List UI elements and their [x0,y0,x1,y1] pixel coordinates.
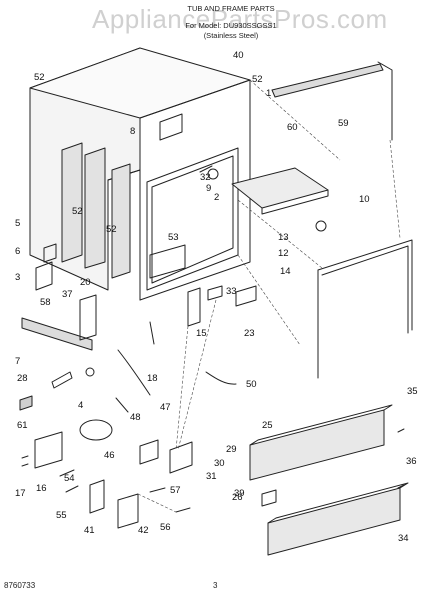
motor-46 [79,419,113,441]
callout-8: 8 [130,126,135,137]
cord-50 [205,371,237,385]
callout-42: 42 [138,525,149,536]
callout-12: 12 [278,248,289,259]
callout-18: 18 [147,373,158,384]
callout-47: 47 [160,402,171,413]
callout-4: 4 [78,400,83,411]
clip-33 [207,285,223,301]
callout-7: 7 [15,356,20,367]
callout-48: 48 [130,412,141,423]
pump-bracket [149,244,186,279]
page-number: 3 [213,581,218,590]
valve-29 [169,441,193,474]
callout-58: 58 [40,297,51,308]
callout-10: 10 [359,194,370,205]
callout-32: 32 [200,172,211,183]
callout-31: 31 [206,471,217,482]
callout-16: 16 [36,483,47,494]
callout-20: 20 [80,277,91,288]
callout-5: 5 [15,218,20,229]
diagram-finish: (Stainless Steel) [203,31,259,40]
screw-18 [149,321,155,345]
callout-30: 30 [214,458,225,469]
base-rail [21,317,93,351]
insulation-panel [61,142,83,263]
callout-25: 25 [262,420,273,431]
callout-13: 13 [278,232,289,243]
bracket-31 [139,439,159,465]
screw-56 [175,507,191,513]
bracket-41 [89,479,105,514]
callout-57: 57 [170,485,181,496]
callout-46: 46 [104,450,115,461]
door-gasket-strip [271,63,384,98]
callout-36: 36 [406,456,417,467]
screw-55 [65,485,79,493]
diagram-model: For Model: DU930SSGSS1 [185,21,277,30]
callout-14: 14 [280,266,291,277]
callout-60: 60 [287,122,298,133]
screw-36 [397,428,405,489]
callout-9: 9 [206,183,211,194]
callout-37: 37 [62,289,73,300]
callout-59: 59 [338,118,349,129]
callout-52-3: 52 [72,206,83,217]
bracket-37 [79,294,97,341]
callout-52-2: 52 [252,74,263,85]
sensor-15 [187,287,201,327]
screw-4 [85,367,95,377]
tub-door-opening [146,147,239,291]
clip-23 [235,285,257,307]
hose-47 [117,349,151,396]
callout-33: 33 [226,286,237,297]
screw-17 [21,455,29,467]
frame-rail [317,239,413,379]
toe-panel-front [249,409,385,481]
callout-17: 17 [15,488,26,499]
callout-3: 3 [15,272,20,283]
screw-54 [59,469,75,477]
callout-40: 40 [233,50,244,61]
callout-6: 6 [15,246,20,257]
callout-41: 41 [84,525,95,536]
callout-50: 50 [246,379,257,390]
callout-53: 53 [168,232,179,243]
callout-26: 26 [232,492,243,503]
diagram-title: TUB AND FRAME PARTS [187,4,275,13]
hinge-16 [34,431,63,469]
callout-56: 56 [160,522,171,533]
callout-54: 54 [64,473,75,484]
callout-52-4: 52 [106,224,117,235]
callout-28: 28 [17,373,28,384]
callout-34: 34 [398,533,409,544]
callout-39: 39 [234,488,245,499]
latch-8 [159,113,183,141]
latch-28 [51,371,73,389]
callout-61: 61 [17,420,28,431]
clip-39 [261,489,277,507]
nut-9 [207,168,219,180]
screw-14 [315,220,327,232]
callout-2: 2 [214,192,219,203]
screw-32 [199,165,213,173]
callout-23: 23 [244,328,255,339]
doc-number: 8760733 [4,581,36,590]
toe-panel-lower [267,487,401,556]
callout-35: 35 [407,386,418,397]
screw-57 [149,487,166,493]
callout-15: 15 [196,328,207,339]
callout-29: 29 [226,444,237,455]
part-58 [35,261,53,291]
access-panel [231,167,329,209]
callout-55: 55 [56,510,67,521]
part-6 [43,243,57,263]
callout-52: 52 [34,72,45,83]
callout-1: 1 [266,88,271,99]
block-61 [19,395,33,411]
watermark-text: AppliancePartsPros.com [92,4,388,34]
pin-48 [115,397,129,413]
bracket-42 [117,493,139,529]
